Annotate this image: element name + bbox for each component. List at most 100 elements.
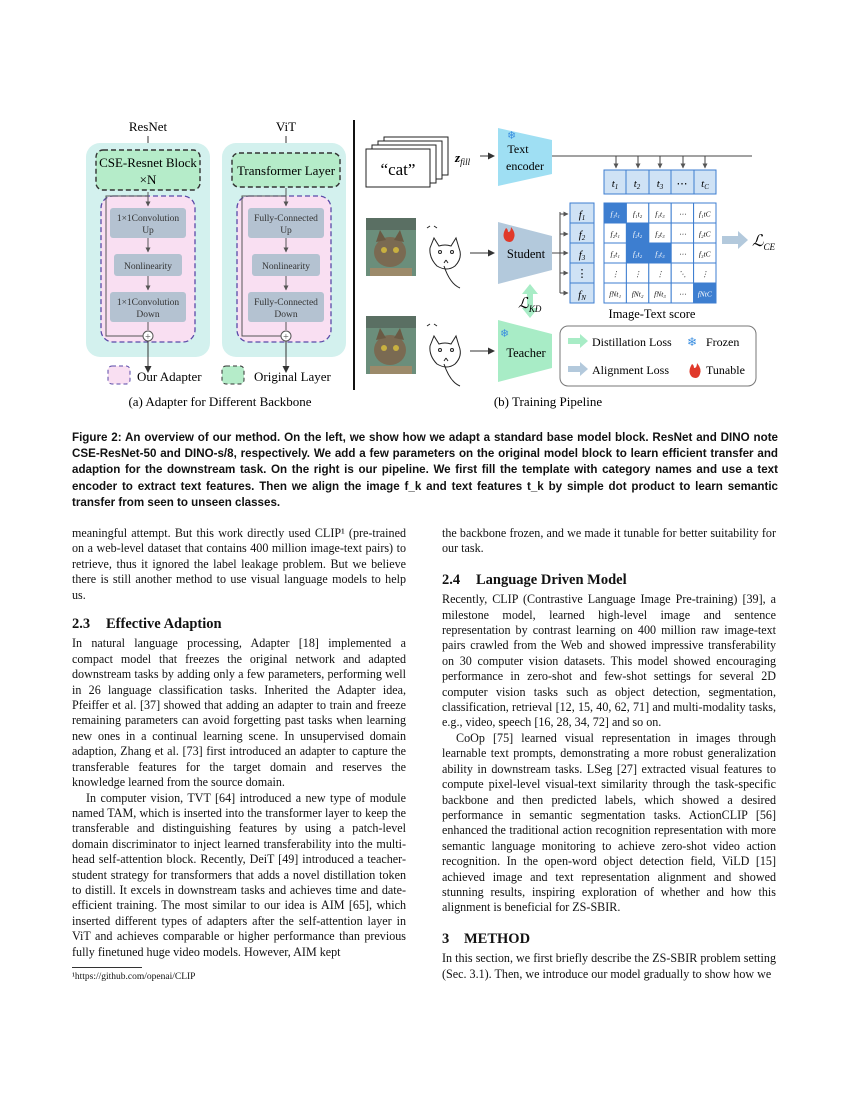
legend-distillation-label: Distillation Loss <box>592 335 672 349</box>
legend-frozen-label: Frozen <box>706 335 739 349</box>
score-cell-label: ⋯ <box>679 230 687 239</box>
pipeline-legend <box>559 325 757 387</box>
subcaption-a: (a) Adapter for Different Backbone <box>128 394 311 409</box>
svg-text:t3: t3 <box>657 178 664 191</box>
resnet-conv-up <box>110 208 186 238</box>
text-encoder-label-1: Text <box>507 142 529 156</box>
resnet-nonlinearity-label: Nonlinearity <box>124 262 172 272</box>
teacher-model <box>498 320 552 382</box>
student-label: Student <box>507 247 546 261</box>
cat-sketch <box>426 323 461 387</box>
cse-resnet-block <box>95 149 201 191</box>
cat-sketch <box>426 225 461 289</box>
svg-text:fN: fN <box>578 289 586 302</box>
score-cell-label: fNtC <box>698 290 713 299</box>
score-cell-label: fNt₃ <box>654 290 666 299</box>
vit-fc-up <box>248 208 324 238</box>
transformer-layer <box>231 152 341 188</box>
score-cell-label: ⋱ <box>679 270 687 279</box>
paragraph: Recently, CLIP (Contrastive Language Ima… <box>442 592 776 730</box>
legend-original-label: Original Layer <box>254 369 332 384</box>
cse-times-label: ×N <box>140 172 157 187</box>
paragraph: CoOp [75] learned visual representation … <box>442 730 776 915</box>
l-ce-label: ℒCE <box>752 233 776 252</box>
right-column: the backbone frozen, and we made it tuna… <box>442 526 776 982</box>
image-feature-column: f1 f2 f3 ⋮ fN <box>569 202 595 304</box>
vit-fc-up-label: Fully-Connected <box>254 214 318 224</box>
matrix-label: Image-Text score <box>609 307 696 321</box>
score-cell-label: f₂t₁ <box>611 230 621 239</box>
z-fill-label: zfill <box>454 150 471 167</box>
vit-fc-down-label: Fully-Connected <box>254 298 318 308</box>
resnet-conv-down-sub: Down <box>136 310 159 320</box>
score-cell-label: f₂tC <box>699 230 712 239</box>
score-cell-label: ⋯ <box>679 210 687 219</box>
score-cell-label: ⋮ <box>656 270 664 279</box>
svg-text:tC: tC <box>701 178 709 191</box>
resnet-nonlinearity <box>114 254 182 276</box>
template-card <box>365 148 431 188</box>
score-cell-label: ⋯ <box>679 250 687 259</box>
score-cell-label: f₃t₁ <box>611 250 621 259</box>
legend-original-swatch <box>221 365 245 385</box>
vit-fc-down <box>248 292 324 322</box>
figure-caption: Figure 2: An overview of our method. On … <box>72 431 778 509</box>
paragraph: In natural language processing, Adapter … <box>72 636 406 790</box>
l-kd-label: ℒKD <box>518 296 542 314</box>
text-feature-row: t1 t2 t3 ⋯ tC <box>603 169 717 195</box>
cat-photo <box>366 218 416 276</box>
text-encoder <box>498 128 552 186</box>
text-encoder-label-2: encoder <box>506 159 544 173</box>
score-cell-label: ⋯ <box>679 290 687 299</box>
image-text-score-matrix: f₁t₁ f₁t₂ f₁t₃ ⋯ f₁tC f₂t₁ f₂t₂ f₂t₃ ⋯ f₂tC f₃t₁ f₃… <box>603 202 717 304</box>
figure-2: ResNet CSE-Resnet Block ×N 1×1Convolutio… <box>86 119 776 409</box>
score-cell-label: fNt₁ <box>609 290 621 299</box>
svg-text:f1: f1 <box>579 209 586 222</box>
vit-label: ViT <box>276 119 296 134</box>
svg-text:t1: t1 <box>612 178 619 191</box>
score-cell-label: f₁t₁ <box>611 210 621 219</box>
flame-icon <box>689 363 701 378</box>
score-cell-label: ⋮ <box>634 270 642 279</box>
snowflake-icon: ❄ <box>500 328 509 340</box>
paragraph: meaningful attempt. But this work direct… <box>72 526 406 602</box>
left-column: meaningful attempt. But this work direct… <box>72 526 406 960</box>
resnet-conv-down-label: 1×1Convolution <box>117 298 180 308</box>
vit-fc-up-sub: Up <box>280 226 292 236</box>
legend-adapter-swatch <box>107 365 131 385</box>
teacher-label: Teacher <box>506 346 546 360</box>
score-cell-label: ⋮ <box>611 270 619 279</box>
svg-text:+: + <box>283 332 289 343</box>
cat-template-text: “cat” <box>381 160 416 179</box>
svg-text:f2: f2 <box>579 229 586 242</box>
vit-fc-down-sub: Down <box>274 310 297 320</box>
svg-text:t2: t2 <box>634 178 641 191</box>
transformer-layer-label: Transformer Layer <box>237 163 336 178</box>
svg-text:⋯: ⋯ <box>677 178 688 190</box>
resnet-label: ResNet <box>129 119 168 134</box>
score-cell-label: f₃t₃ <box>655 250 665 259</box>
paragraph: In this section, we first briefly descri… <box>442 951 776 981</box>
vit-nonlinearity <box>252 254 320 276</box>
score-cell-label: f₁t₂ <box>633 210 643 219</box>
vit-nonlinearity-label: Nonlinearity <box>262 262 310 272</box>
legend-tunable-label: Tunable <box>706 363 745 377</box>
subcaption-b: (b) Training Pipeline <box>494 394 603 409</box>
paragraph: the backbone frozen, and we made it tuna… <box>442 526 776 556</box>
score-cell-label: f₃t₂ <box>633 250 643 259</box>
resnet-conv-up-sub: Up <box>142 226 154 236</box>
svg-text:⋮: ⋮ <box>577 268 588 280</box>
score-cell-label: f₂t₃ <box>655 230 665 239</box>
snowflake-icon: ❄ <box>507 130 516 142</box>
score-cell-label: fNt₂ <box>632 290 644 299</box>
score-cell-label: f₁tC <box>699 210 712 219</box>
score-cell <box>693 282 717 304</box>
snowflake-icon: ❄ <box>687 335 697 349</box>
score-cell-label: f₃tC <box>699 250 712 259</box>
score-cell-label: f₁t₃ <box>655 210 665 219</box>
legend-adapter-label: Our Adapter <box>137 369 202 384</box>
score-cell-label: f₂t₂ <box>633 230 643 239</box>
